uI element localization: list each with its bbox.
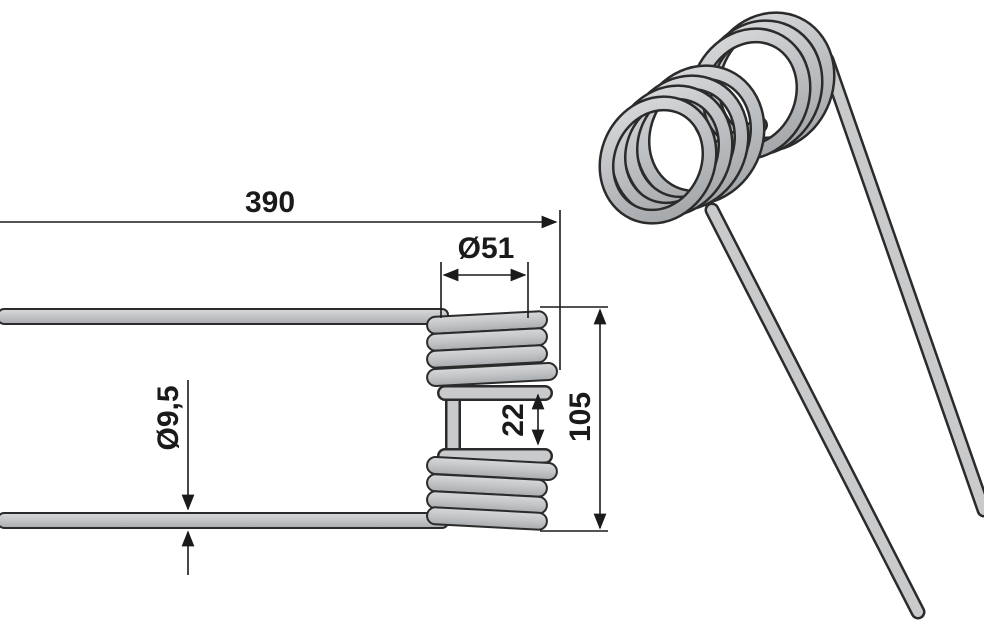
perspective-view (598, 11, 984, 620)
dimension-coil-gap-label: 22 (497, 403, 530, 436)
dimension-wire-diameter-label: Ø9,5 (152, 385, 185, 450)
dimension-length-label: 390 (245, 186, 295, 219)
front-coil (598, 64, 766, 225)
side-view (0, 308, 558, 531)
upper-tine-arm (0, 308, 449, 325)
upper-coil (426, 310, 558, 387)
dimension-coil-diameter-label: Ø51 (458, 232, 515, 265)
lower-coil (426, 456, 558, 531)
dimension-lines (0, 210, 608, 575)
lower-tine-arm (0, 512, 449, 529)
dimension-height-label: 105 (564, 392, 597, 442)
